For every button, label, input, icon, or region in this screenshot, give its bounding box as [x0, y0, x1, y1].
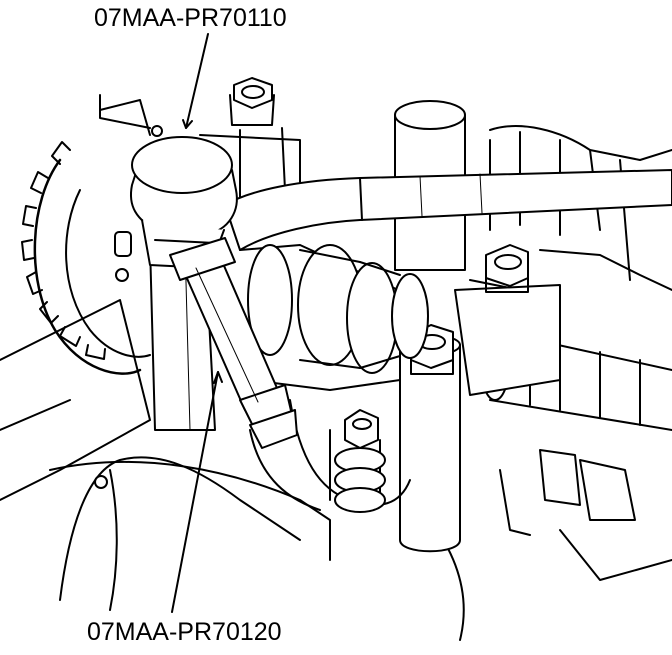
leader-bottom-tip — [213, 371, 223, 384]
leader-top — [185, 33, 209, 129]
adjusting-screw — [344, 409, 379, 449]
wrench-handle — [224, 169, 672, 251]
camshaft-sprocket — [21, 99, 163, 375]
sprocket-hole — [115, 268, 129, 282]
leader-top-tip — [182, 119, 193, 129]
adapter-tool — [169, 237, 298, 449]
bolt-hole — [94, 475, 108, 489]
sprocket-slot — [114, 231, 132, 257]
left-camshaft — [239, 244, 429, 391]
leader-bottom — [171, 371, 219, 613]
cylinder-head-outline — [0, 299, 331, 611]
cap-bolt-right — [485, 244, 529, 293]
part-number-top: 07MAA-PR70110 — [94, 4, 287, 32]
rear-bolt — [199, 77, 301, 201]
sprocket-flange — [99, 94, 151, 129]
dowel-pin — [151, 125, 163, 137]
bearing-cap — [399, 284, 561, 553]
socket-wrench-head — [130, 136, 238, 269]
leader-lines — [171, 33, 223, 613]
part-number-bottom: 07MAA-PR70120 — [87, 618, 282, 646]
